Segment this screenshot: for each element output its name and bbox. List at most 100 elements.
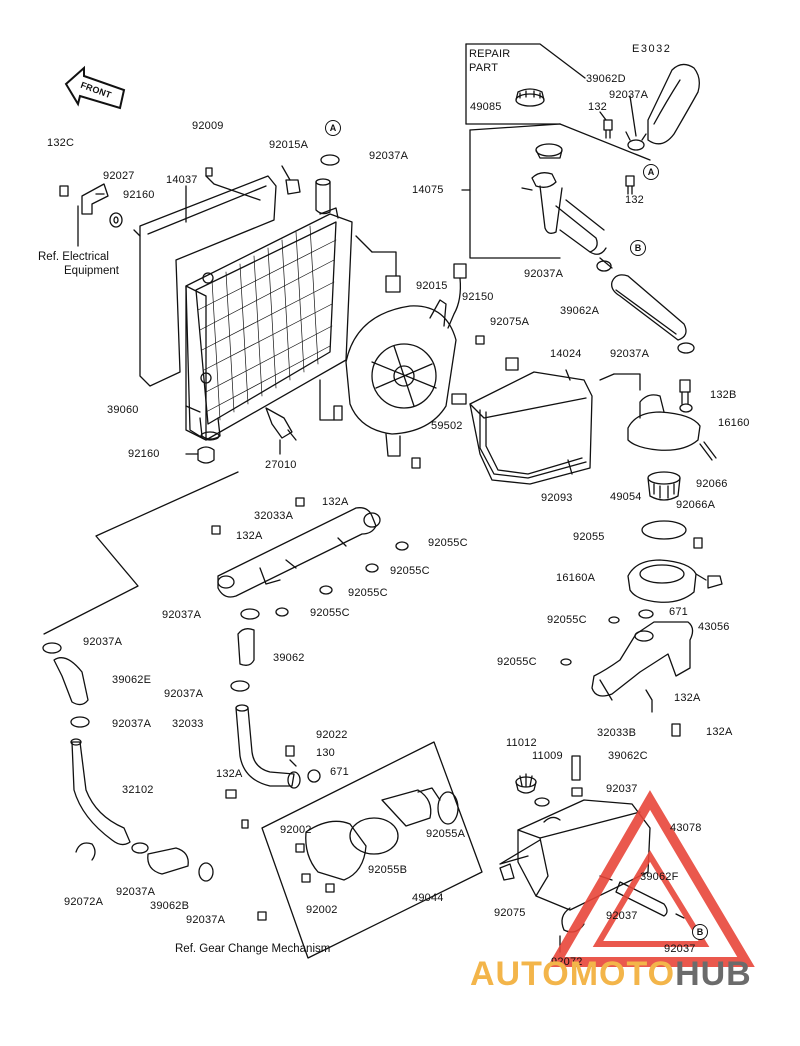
radiator-39060 <box>139 175 353 441</box>
part-16160A: 16160A <box>556 572 596 584</box>
part-92072A: 92072A <box>64 896 104 908</box>
hose-39062D <box>647 63 700 145</box>
clamp-92037A-top <box>625 131 647 151</box>
pipe-32033 <box>225 704 321 799</box>
watermark-logo <box>547 790 755 967</box>
fan-wiring <box>385 263 485 345</box>
part-43078: 43078 <box>670 822 702 834</box>
bracket-92027 <box>59 183 109 247</box>
part-92037-2: 92037 <box>606 910 638 922</box>
reserve-cap-11012 <box>515 773 537 794</box>
hose-39062B <box>147 847 189 875</box>
part-92075A: 92075A <box>490 316 530 328</box>
marker-a2: A <box>643 164 659 180</box>
part-132A-1: 132A <box>674 692 701 704</box>
part-43056: 43056 <box>698 621 730 633</box>
bolt-132-top <box>603 119 613 139</box>
part-132A-3: 132A <box>322 496 349 508</box>
pipe-32033B <box>560 616 694 737</box>
part-39062F: 39062F <box>640 871 679 883</box>
part-132C: 132C <box>47 137 75 149</box>
part-32033A: 32033A <box>254 510 294 522</box>
part-92037A-6: 92037A <box>83 636 123 648</box>
part-39062E: 39062E <box>112 674 152 686</box>
repair-part-label-line2: PART <box>469 62 499 74</box>
part-49044: 49044 <box>412 892 444 904</box>
part-92160-1: 92160 <box>123 189 155 201</box>
part-32033B: 32033B <box>597 727 637 739</box>
part-92037A-2: 92037A <box>524 268 564 280</box>
part-92055: 92055 <box>573 531 605 543</box>
hose-39062C <box>571 755 581 781</box>
hose-39062F <box>615 881 668 917</box>
shroud-14024 <box>451 357 593 485</box>
part-92037A-10: 92037A <box>186 914 226 926</box>
filler-neck-bracket <box>461 123 651 259</box>
thermostat-49054 <box>647 471 681 501</box>
watermark-part2: HUB <box>675 955 752 993</box>
part-92002-2: 92002 <box>306 904 338 916</box>
part-92055C-6: 92055C <box>310 607 350 619</box>
water-pump-49044 <box>241 741 483 959</box>
grommet-92160-top <box>109 212 123 228</box>
part-92037-3: 92037 <box>664 943 696 955</box>
temp-sensor-27010 <box>265 407 297 441</box>
part-27010: 27010 <box>265 459 297 471</box>
part-92037A-4: 92037A <box>369 150 409 162</box>
note-ref-electrical-2: Equipment <box>64 265 119 277</box>
thermostat-cover-16160 <box>627 379 717 461</box>
part-132-2: 132 <box>625 194 644 206</box>
part-92015A: 92015A <box>269 139 309 151</box>
note-ref-gear: Ref. Gear Change Mechanism <box>175 943 331 955</box>
part-130: 130 <box>316 747 335 759</box>
part-11009: 11009 <box>532 750 563 762</box>
part-39062A: 39062A <box>560 305 600 317</box>
part-92055C-2: 92055C <box>497 656 537 668</box>
part-92022: 92022 <box>316 729 348 741</box>
part-39062C: 39062C <box>608 750 648 762</box>
part-92009: 92009 <box>192 120 224 132</box>
part-132A-5: 132A <box>216 768 243 780</box>
part-92002-1: 92002 <box>280 824 312 836</box>
watermark-text: AUTOMOTOHUB <box>470 955 752 994</box>
part-92055A: 92055A <box>426 828 466 840</box>
part-92037A-1: 92037A <box>609 89 649 101</box>
hose-39062E <box>53 657 89 706</box>
part-92066: 92066 <box>696 478 728 490</box>
part-92075: 92075 <box>494 907 526 919</box>
grommet-92160-bottom <box>197 446 215 464</box>
pipe-32033A <box>211 497 409 617</box>
part-92037A-3: 92037A <box>610 348 650 360</box>
part-32033: 32033 <box>172 718 204 730</box>
part-92037A-8: 92037A <box>112 718 152 730</box>
repair-part-label-line1: REPAIR <box>469 48 511 60</box>
part-92037A-5: 92037A <box>162 609 202 621</box>
bolt-132-mid <box>625 175 635 195</box>
reserve-tank-43078 <box>517 799 651 911</box>
part-14075: 14075 <box>412 184 444 196</box>
pipe-32102 <box>70 738 131 846</box>
part-132A-2: 132A <box>706 726 733 738</box>
part-92037A-7: 92037A <box>164 688 204 700</box>
part-39062B: 39062B <box>150 900 190 912</box>
part-92037A-9: 92037A <box>116 886 156 898</box>
part-92160-2: 92160 <box>128 448 160 460</box>
part-49085: 49085 <box>470 101 502 113</box>
part-92055C-4: 92055C <box>390 565 430 577</box>
hose-39062A <box>611 274 687 341</box>
part-92055C-5: 92055C <box>348 587 388 599</box>
part-92066A: 92066A <box>676 499 716 511</box>
part-132A-4: 132A <box>236 530 263 542</box>
part-92037-1: 92037 <box>606 783 638 795</box>
hose-39062 <box>237 628 255 666</box>
clamp-92072A <box>75 842 96 861</box>
part-92055C-1: 92055C <box>547 614 587 626</box>
part-92055C-3: 92055C <box>428 537 468 549</box>
part-671-1: 671 <box>669 606 688 618</box>
part-132-1: 132 <box>588 101 607 113</box>
part-16160-1: 16160 <box>718 417 750 429</box>
clamp-92037A-3 <box>677 342 695 354</box>
part-92015: 92015 <box>416 280 448 292</box>
part-14024: 14024 <box>550 348 582 360</box>
part-92150: 92150 <box>462 291 494 303</box>
